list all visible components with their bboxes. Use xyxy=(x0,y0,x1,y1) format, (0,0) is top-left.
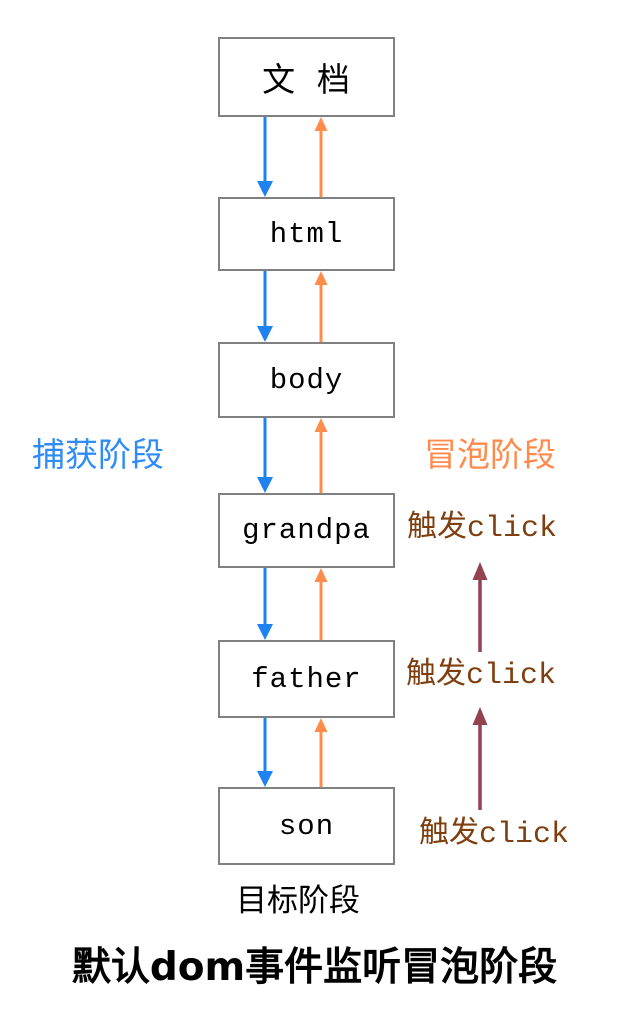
trigger-click-label-father: 触发click xyxy=(406,659,557,693)
node-father: father xyxy=(218,640,395,718)
node-grandpa: grandpa xyxy=(218,493,395,568)
node-document: 文 档 xyxy=(218,37,395,117)
trigger-click-label-son: 触发click xyxy=(419,818,570,852)
diagram-title: 默认dom事件监听冒泡阶段 xyxy=(71,945,558,990)
node-html: html xyxy=(218,197,395,271)
node-son: son xyxy=(218,787,395,865)
trigger-click-label-grandpa: 触发click xyxy=(407,512,558,546)
node-body: body xyxy=(218,342,395,418)
bubble-phase-label: 冒泡阶段 xyxy=(424,435,556,474)
capture-phase-label: 捕获阶段 xyxy=(32,435,164,474)
target-phase-label: 目标阶段 xyxy=(236,883,360,919)
